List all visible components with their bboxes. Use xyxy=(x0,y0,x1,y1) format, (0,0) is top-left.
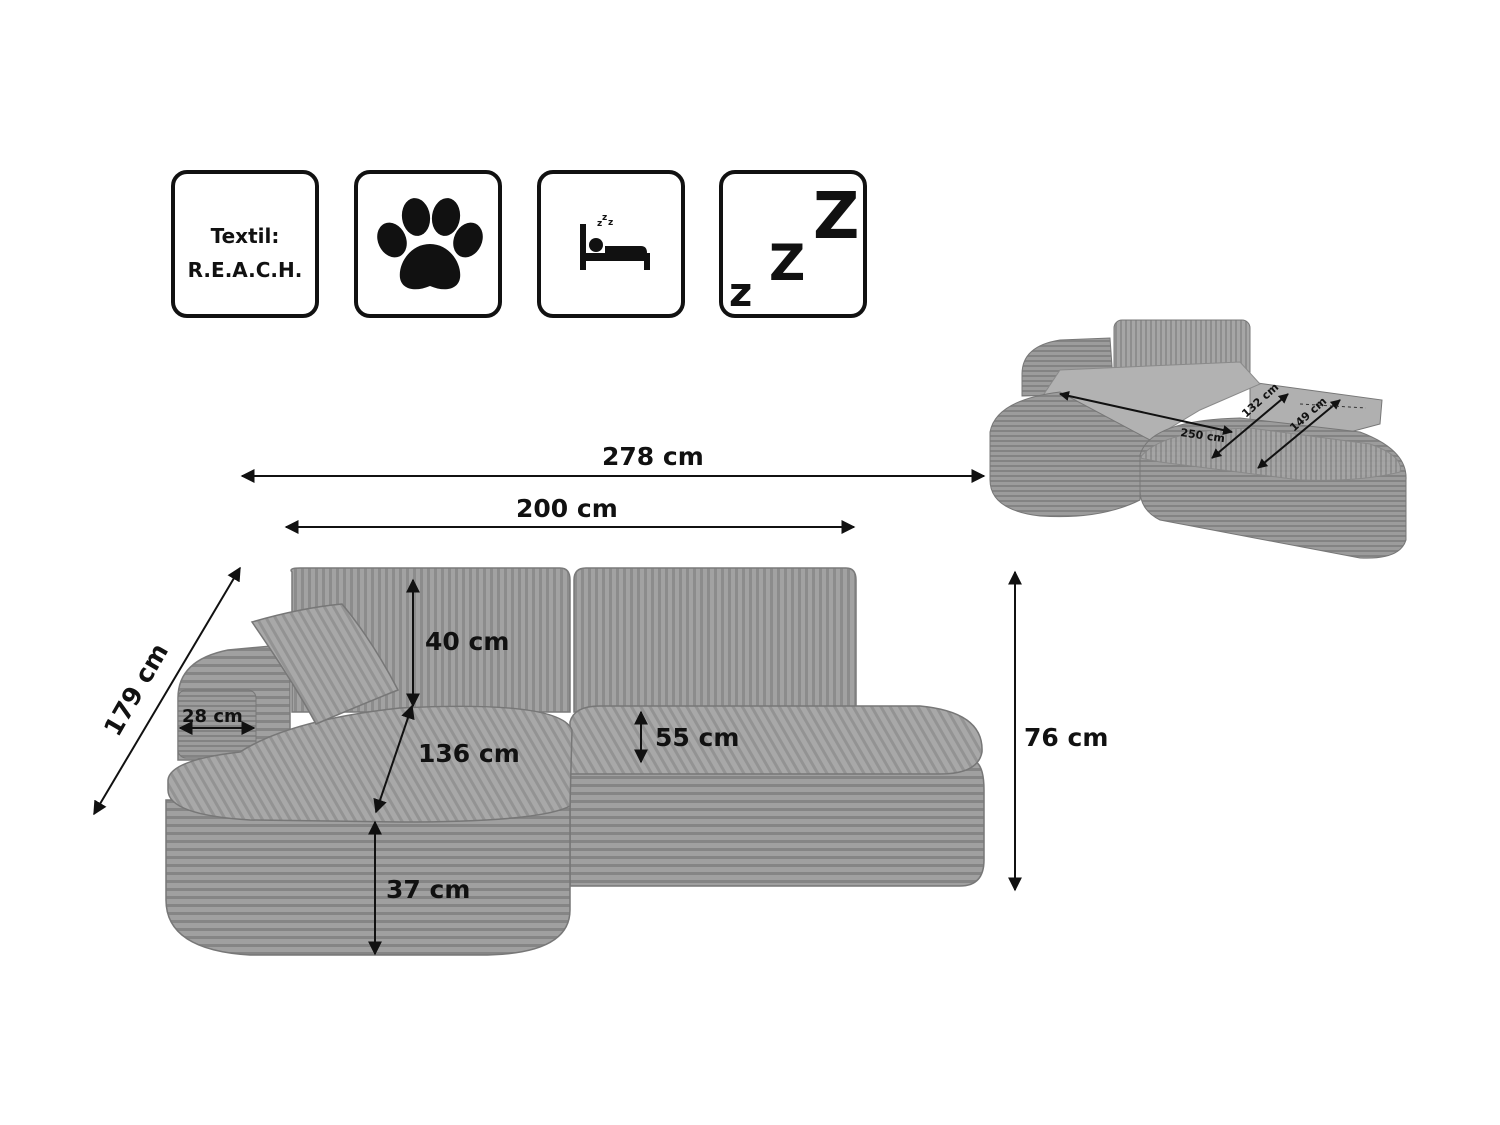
dimension-lines xyxy=(93,469,1022,956)
reach-label: R.E.A.C.H. xyxy=(187,258,303,282)
seat-cushion-right xyxy=(569,705,983,775)
throw-pillow xyxy=(250,603,400,725)
bed-icon: z z z xyxy=(580,213,650,270)
sofa-bed-view: 250 cm 132 cm 149 cm xyxy=(989,319,1407,559)
bed-length-arrow xyxy=(1059,391,1233,435)
sleep-function-badge: z z z xyxy=(537,170,685,318)
svg-text:z: z xyxy=(602,213,607,223)
bed-length-label: 250 cm xyxy=(1180,426,1226,445)
textile-reach-badge: Textil: R.E.A.C.H. xyxy=(171,170,319,318)
textile-label: Textil: xyxy=(210,224,280,248)
chaise-base xyxy=(165,799,571,956)
depth-arrow xyxy=(93,566,241,816)
back-cushion-right xyxy=(573,567,857,713)
chaise-depth-arrow xyxy=(373,704,415,814)
paw-icon xyxy=(377,198,483,290)
sleep-zzz-icon: z Z Z xyxy=(729,180,859,314)
total-width-label: 278 cm xyxy=(602,442,704,471)
seat-base-right xyxy=(569,759,985,887)
sofa-front-view xyxy=(165,567,985,956)
seat-depth-label: 55 cm xyxy=(655,723,739,752)
seat-height-label: 37 cm xyxy=(386,875,470,904)
seat-width-label: 200 cm xyxy=(516,494,618,523)
back-cushion-label: 40 cm xyxy=(425,627,509,656)
total-height-label: 76 cm xyxy=(1024,723,1108,752)
zzz-small: z xyxy=(729,270,752,314)
bed-width-b-arrow xyxy=(1257,399,1341,469)
pet-friendly-badge xyxy=(354,170,502,318)
zzz-mid: Z xyxy=(769,234,805,292)
chaise-depth-label: 136 cm xyxy=(418,739,520,768)
svg-text:z: z xyxy=(608,218,613,228)
svg-text:z: z xyxy=(597,219,602,229)
sleep-zzz-badge: z Z Z xyxy=(719,170,867,318)
depth-label: 179 cm xyxy=(98,638,174,741)
zzz-big: Z xyxy=(813,180,859,254)
armrest-label: 28 cm xyxy=(182,706,243,727)
